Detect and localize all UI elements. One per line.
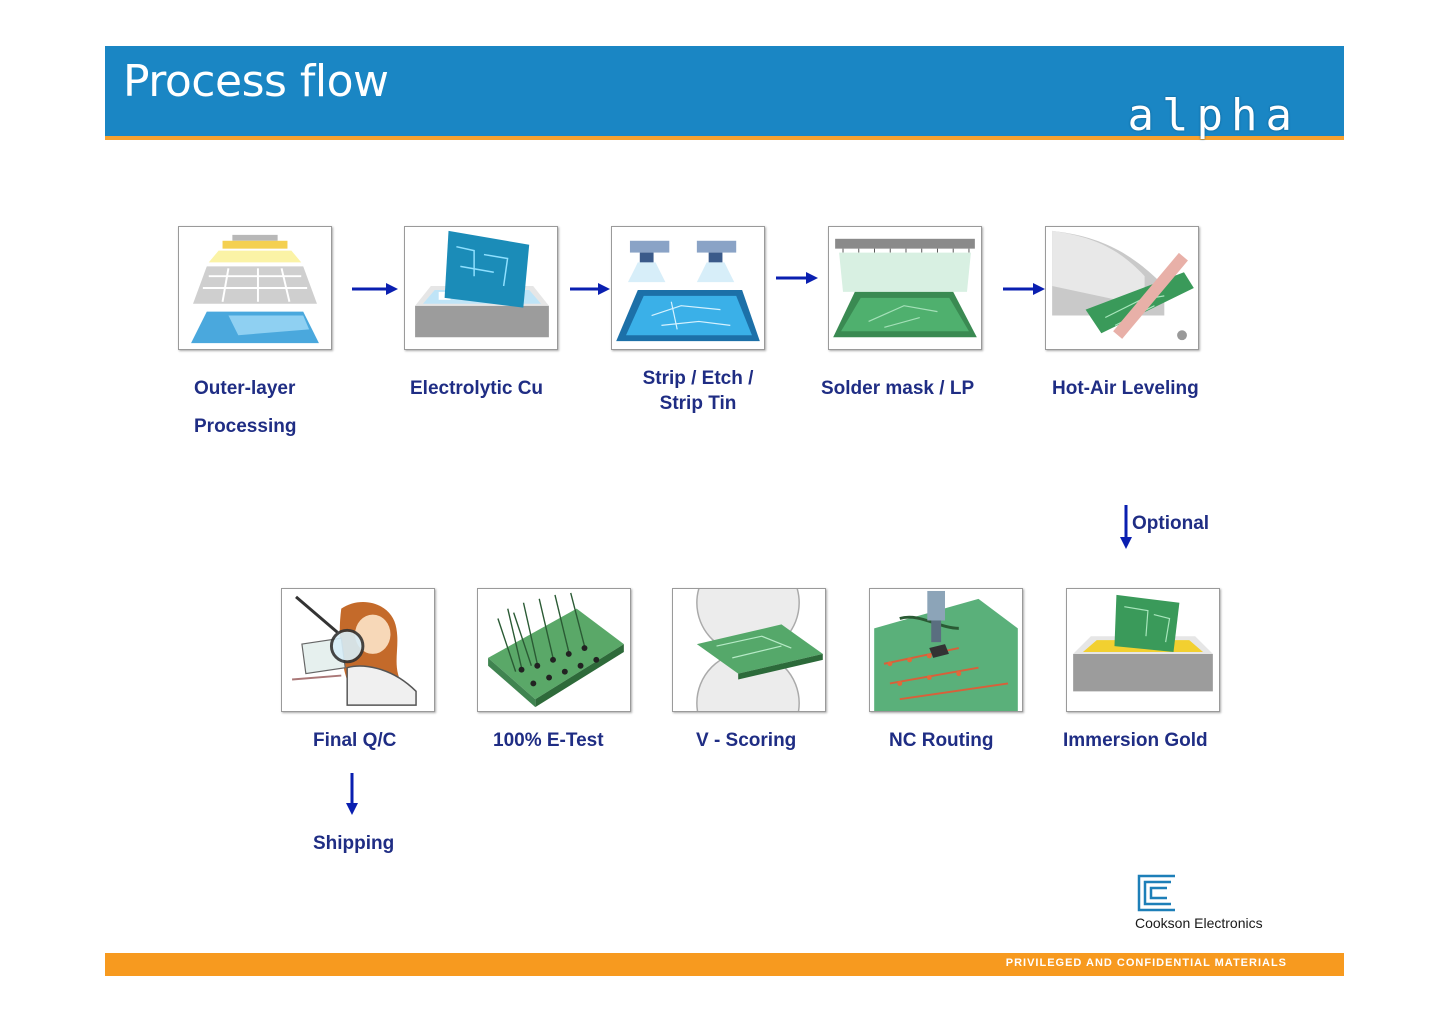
step-label-solder-mask: Solder mask / LP <box>821 378 975 399</box>
step-label-strip-tin: Strip Tin <box>659 393 737 414</box>
cookson-logo-text: Cookson Electronics <box>1135 915 1263 931</box>
arrow-right-icon <box>1003 283 1045 295</box>
slide-title: Process flow <box>123 56 389 107</box>
arrow-right-icon <box>352 283 398 295</box>
step-label-e-test: 100% E-Test <box>493 730 604 751</box>
solder-mask-image <box>828 226 982 350</box>
step-label-electrolytic-cu: Electrolytic Cu <box>410 378 544 399</box>
strip-etch-image <box>611 226 765 350</box>
step-label-strip-etch: Strip / Etch / <box>642 368 754 389</box>
immersion-gold-image <box>1066 588 1220 712</box>
e-test-image <box>477 588 631 712</box>
hot-air-leveling-image <box>1045 226 1199 350</box>
step-label-nc-routing: NC Routing <box>889 730 994 751</box>
optional-label: Optional <box>1132 513 1210 534</box>
brand-logo-text: alpha <box>1127 90 1300 141</box>
header-bar: Process flow alpha <box>105 46 1344 141</box>
arrow-right-icon <box>776 272 818 284</box>
arrow-down-icon <box>346 773 358 815</box>
step-label-immersion-gold: Immersion Gold <box>1063 730 1208 751</box>
cookson-logo-icon <box>1137 874 1175 912</box>
outer-layer-image <box>178 226 332 350</box>
step-label-outer-layer: Outer-layer <box>194 378 296 399</box>
shipping-label: Shipping <box>313 833 395 854</box>
final-qc-image <box>281 588 435 712</box>
step-label-hot-air-leveling: Hot-Air Leveling <box>1052 378 1199 399</box>
nc-routing-image <box>869 588 1023 712</box>
step-label-outer-layer-line2: Processing <box>194 416 297 437</box>
step-label-final-qc: Final Q/C <box>313 730 397 751</box>
arrow-down-icon <box>1120 505 1132 549</box>
confidential-notice: PRIVILEGED AND CONFIDENTIAL MATERIALS <box>1005 957 1287 969</box>
v-scoring-image <box>672 588 826 712</box>
electrolytic-cu-image <box>404 226 558 350</box>
footer-bar: PRIVILEGED AND CONFIDENTIAL MATERIALS <box>105 953 1344 976</box>
step-label-v-scoring: V - Scoring <box>696 730 797 751</box>
arrow-right-icon <box>570 283 610 295</box>
